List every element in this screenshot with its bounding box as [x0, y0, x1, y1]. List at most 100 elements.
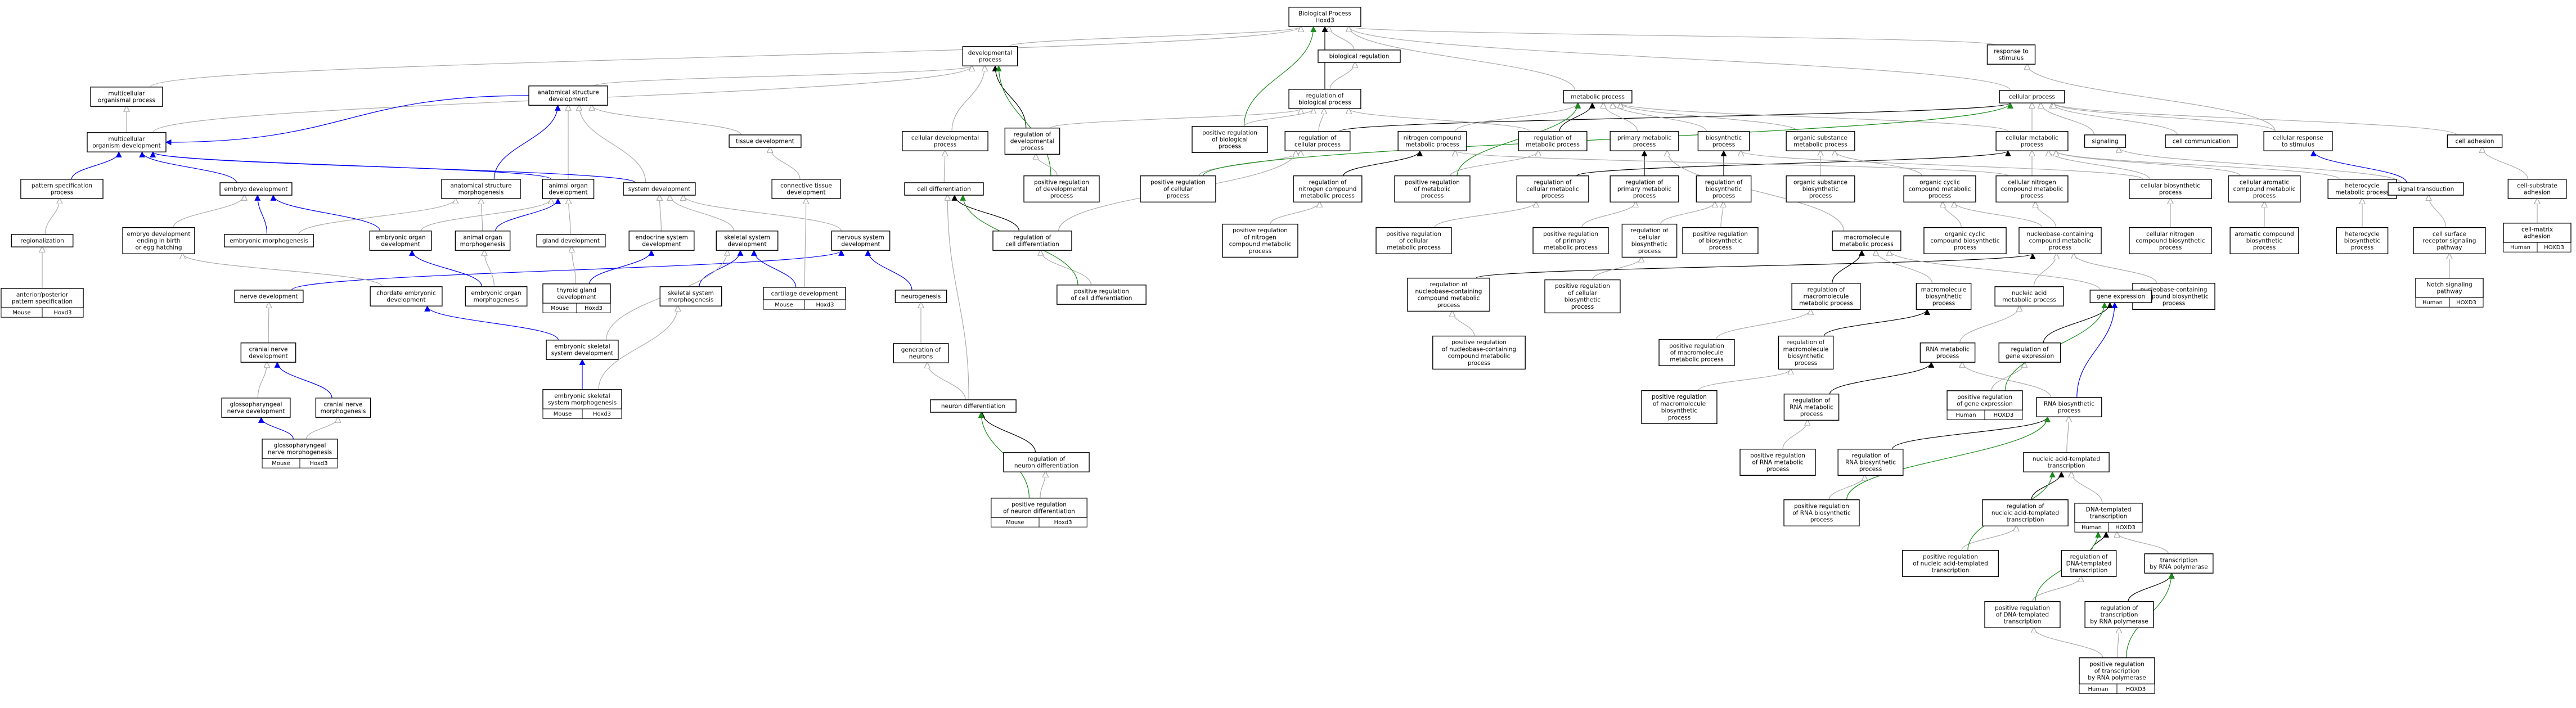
- go-term-node[interactable]: cell communication: [2165, 134, 2238, 148]
- go-term-node[interactable]: system development: [623, 182, 696, 196]
- go-term-node[interactable]: embryo development: [219, 182, 293, 196]
- go-term-node[interactable]: metabolic process: [1563, 90, 1633, 103]
- go-term-node[interactable]: gland development: [536, 234, 606, 247]
- go-term-node[interactable]: signal transduction: [2388, 182, 2464, 196]
- go-term-node[interactable]: gene expression: [2089, 290, 2152, 303]
- go-term-node[interactable]: neuron differentiation: [930, 399, 1017, 413]
- go-term-node[interactable]: regulation ofnucleobase-containingcompou…: [1407, 277, 1490, 312]
- go-term-node[interactable]: regionalization: [11, 234, 74, 247]
- go-term-node[interactable]: embryonic morphogenesis: [224, 234, 314, 247]
- go-term-node[interactable]: cell differentiation: [904, 182, 984, 196]
- go-term-node[interactable]: biological regulation: [1318, 49, 1401, 63]
- go-term-node[interactable]: tissue development: [729, 134, 802, 148]
- go-term-node[interactable]: neurogenesis: [894, 290, 947, 303]
- go-term-node[interactable]: cell adhesion: [2447, 134, 2503, 148]
- go-term-node[interactable]: signaling: [2084, 134, 2127, 148]
- go-term-node[interactable]: nerve development: [234, 290, 304, 303]
- go-term-node[interactable]: cellular process: [1999, 90, 2065, 103]
